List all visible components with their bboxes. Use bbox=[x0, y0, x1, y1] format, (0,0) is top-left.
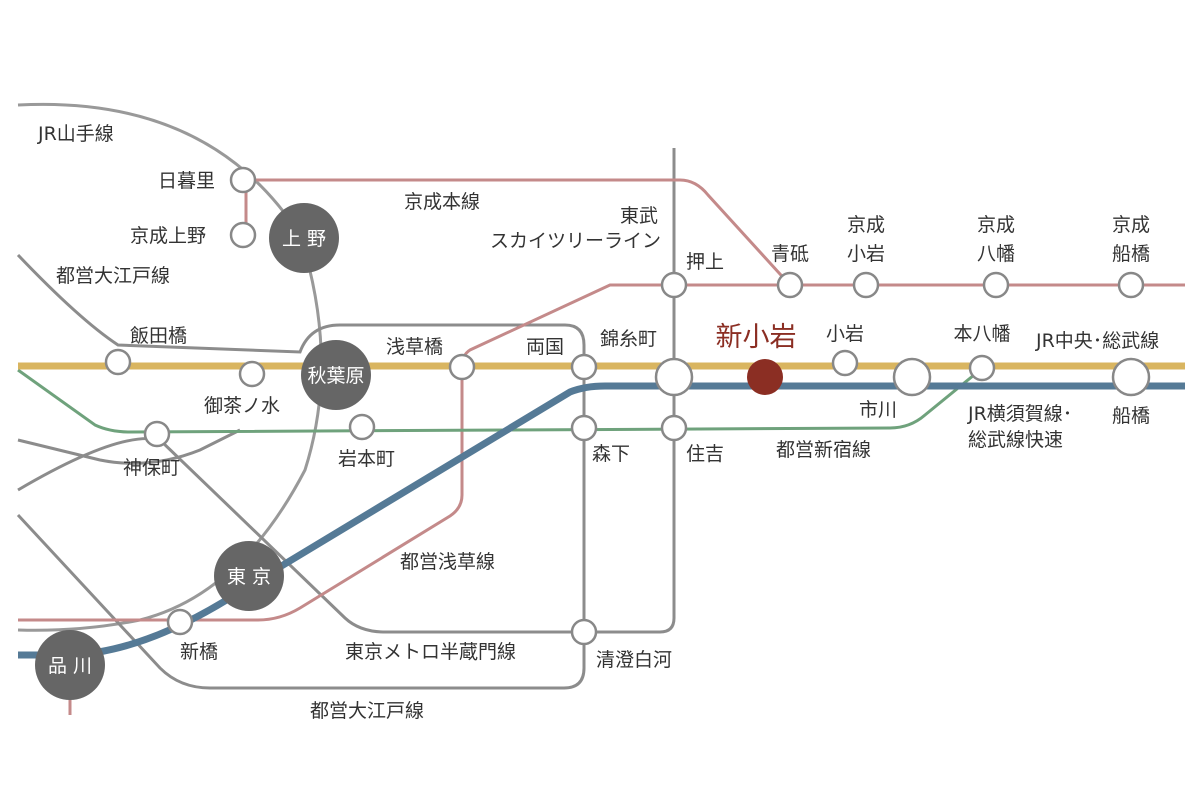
label-tokyo: 東 京 bbox=[227, 566, 271, 588]
line-label-keisei-main: 京成本線 bbox=[404, 191, 480, 213]
line-label-skytree-1: 東武 bbox=[620, 205, 658, 227]
station-sumiyoshi[interactable] bbox=[660, 414, 688, 442]
station-keisei-ueno[interactable] bbox=[229, 221, 257, 249]
line-label-oedo-south: 都営大江戸線 bbox=[310, 700, 424, 722]
line-label-asakusa: 都営浅草線 bbox=[400, 551, 495, 573]
label-sumiyoshi: 住吉 bbox=[686, 443, 724, 465]
label-iwamotocho: 岩本町 bbox=[338, 448, 395, 470]
station-ochanomizu[interactable] bbox=[238, 360, 266, 388]
label-shinkoiwa: 新小岩 bbox=[716, 322, 797, 353]
label-keisei-yawata-1: 京成 bbox=[977, 214, 1015, 236]
station-keisei-yawata[interactable] bbox=[982, 271, 1010, 299]
keisei-main-line bbox=[243, 178, 1185, 287]
station-akihabara[interactable] bbox=[301, 340, 371, 410]
line-label-skytree-2: スカイツリーライン bbox=[490, 230, 661, 252]
label-koiwa: 小岩 bbox=[826, 323, 864, 345]
label-ichikawa: 市川 bbox=[859, 399, 897, 421]
hanzomon-line bbox=[17, 428, 241, 465]
label-jimbocho: 神保町 bbox=[123, 457, 180, 479]
label-keisei-funabashi-1: 京成 bbox=[1112, 214, 1150, 236]
label-morishita: 森下 bbox=[592, 443, 630, 465]
station-funabashi[interactable] bbox=[1111, 357, 1151, 397]
station-ichikawa[interactable] bbox=[892, 357, 932, 397]
line-label-yokosuka-2: 総武線快速 bbox=[968, 429, 1063, 451]
label-shimbashi: 新橋 bbox=[180, 641, 218, 663]
station-shimbashi[interactable] bbox=[166, 608, 194, 636]
station-asakusabashi[interactable] bbox=[448, 353, 476, 381]
label-keisei-koiwa-2: 小岩 bbox=[847, 243, 885, 265]
label-keisei-koiwa-1: 京成 bbox=[847, 214, 885, 236]
line-label-shinjuku: 都営新宿線 bbox=[776, 439, 871, 461]
station-keisei-koiwa[interactable] bbox=[852, 271, 880, 299]
station-iidabashi[interactable] bbox=[104, 348, 132, 376]
sobu-rapid-line bbox=[18, 382, 1185, 659]
station-tokyo[interactable] bbox=[214, 541, 284, 611]
line-label-oedo-north: 都営大江戸線 bbox=[56, 265, 170, 287]
label-nippori: 日暮里 bbox=[158, 170, 215, 192]
label-ueno: 上 野 bbox=[282, 228, 326, 250]
station-oshiage[interactable] bbox=[660, 271, 688, 299]
label-iidabashi: 飯田橋 bbox=[130, 325, 187, 347]
station-jimbocho[interactable] bbox=[143, 420, 171, 448]
label-funabashi: 船橋 bbox=[1112, 405, 1150, 427]
station-ueno[interactable] bbox=[269, 203, 339, 273]
label-keisei-ueno: 京成上野 bbox=[130, 225, 206, 247]
label-asakusabashi: 浅草橋 bbox=[386, 336, 443, 358]
label-keisei-funabashi-2: 船橋 bbox=[1112, 243, 1150, 265]
oedo-line-north bbox=[16, 253, 586, 690]
label-kiyosumi: 清澄白河 bbox=[596, 649, 672, 671]
station-shinkoiwa[interactable] bbox=[747, 359, 783, 395]
line-label-yamanote: JR山手線 bbox=[37, 123, 114, 145]
station-motoyawata[interactable] bbox=[968, 354, 996, 382]
label-shinagawa: 品 川 bbox=[48, 655, 92, 677]
line-label-yokosuka-1: JR横須賀線･ bbox=[967, 403, 1072, 425]
station-shinagawa[interactable] bbox=[35, 630, 105, 700]
station-keisei-funabashi[interactable] bbox=[1117, 271, 1145, 299]
label-ochanomizu: 御茶ノ水 bbox=[204, 395, 280, 417]
station-kinshicho[interactable] bbox=[654, 357, 694, 397]
yamanote-line bbox=[17, 102, 323, 632]
label-kinshicho: 錦糸町 bbox=[600, 328, 657, 350]
label-ryogoku: 両国 bbox=[526, 336, 564, 358]
label-oshiage: 押上 bbox=[686, 251, 724, 273]
line-label-chuo-sobu: JR中央･総武線 bbox=[1035, 330, 1159, 352]
shinjuku-line bbox=[17, 364, 986, 434]
station-kiyosumi[interactable] bbox=[570, 618, 598, 646]
station-nippori[interactable] bbox=[229, 166, 257, 194]
line-label-hanzomon: 東京メトロ半蔵門線 bbox=[345, 641, 516, 663]
hanzomon-line-south bbox=[17, 148, 676, 634]
label-motoyawata: 本八幡 bbox=[953, 323, 1010, 345]
label-akihabara: 秋葉原 bbox=[307, 365, 364, 387]
label-aoto: 青砥 bbox=[771, 243, 809, 265]
station-iwamotocho[interactable] bbox=[348, 413, 376, 441]
label-keisei-yawata-2: 八幡 bbox=[977, 243, 1015, 265]
station-ryogoku[interactable] bbox=[570, 353, 598, 381]
station-morishita[interactable] bbox=[570, 414, 598, 442]
station-koiwa[interactable] bbox=[831, 349, 859, 377]
station-aoto[interactable] bbox=[776, 271, 804, 299]
